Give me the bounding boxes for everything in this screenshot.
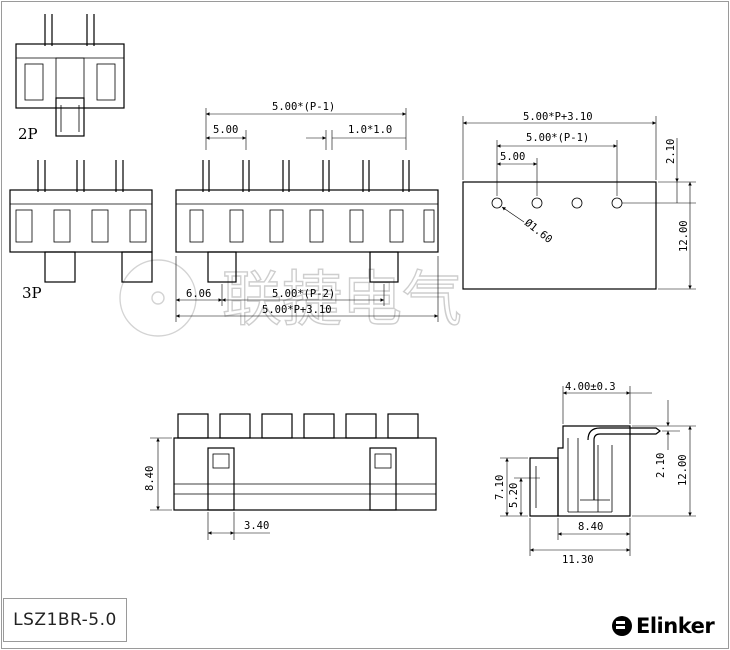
housing-cell <box>269 209 284 243</box>
dim-bottom-offset: 6.06 <box>186 288 211 300</box>
dim-bottom-peg-span: 5.00*(P-2) <box>272 288 335 300</box>
dim-pcb-height: 12.00 <box>678 220 690 252</box>
view-side <box>529 425 661 517</box>
dim-bottom-total: 5.00*P+3.10 <box>262 304 332 316</box>
housing-cell <box>389 209 404 243</box>
dim-pcb-hole: Ø1.60 <box>522 217 554 246</box>
bottom-dimensions <box>150 437 270 540</box>
dim-side-top: 4.00±0.3 <box>565 381 616 393</box>
housing-tooth <box>219 413 251 439</box>
dim-bot-height: 8.40 <box>144 466 156 491</box>
dim-pcb-pitch-span: 5.00*(P-1) <box>526 132 589 144</box>
view-3p-label: 3P <box>22 284 42 302</box>
dim-pcb-total: 5.00*P+3.10 <box>523 111 593 123</box>
dim-side-w1: 8.40 <box>578 521 603 533</box>
view-3p <box>9 160 153 283</box>
dim-side-w2: 11.30 <box>562 554 594 566</box>
view-front <box>175 160 439 283</box>
housing-cell <box>309 209 324 243</box>
brand-mark-icon <box>612 616 632 636</box>
front-dimensions <box>175 108 439 322</box>
dim-top-pin: 1.0*1.0 <box>348 124 392 136</box>
view-2p-label: 2P <box>18 125 38 143</box>
dim-pcb-pitch: 5.00 <box>500 151 525 163</box>
housing-cell <box>349 209 364 243</box>
dim-pcb-top: 2.10 <box>665 139 677 164</box>
dim-bot-peg: 3.40 <box>244 520 269 532</box>
dim-side-total: 12.00 <box>677 454 689 486</box>
model-label: LSZ1BR-5.0 <box>3 598 127 642</box>
dim-top-pitch-span: 5.00*(P-1) <box>272 101 335 113</box>
housing-tooth <box>177 413 209 439</box>
housing-tooth <box>261 413 293 439</box>
housing-tooth <box>303 413 335 439</box>
housing-tooth <box>345 413 377 439</box>
view-2p <box>15 14 125 137</box>
view-bottom <box>173 413 437 511</box>
dim-side-h1: 7.10 <box>494 475 506 500</box>
dim-side-h2: 5.20 <box>508 483 520 508</box>
view-pcb-layout <box>462 116 696 290</box>
housing-tooth <box>387 413 419 439</box>
brand-logo: Elinker <box>612 610 722 642</box>
housing-cell <box>423 209 435 243</box>
dim-top-pitch: 5.00 <box>213 124 238 136</box>
model-text: LSZ1BR-5.0 <box>13 610 117 630</box>
housing-cell <box>229 209 244 243</box>
dim-side-pin: 2.10 <box>655 453 667 478</box>
brand-name: Elinker <box>636 614 715 638</box>
housing-cell <box>189 209 204 243</box>
side-dimensions <box>500 386 696 556</box>
